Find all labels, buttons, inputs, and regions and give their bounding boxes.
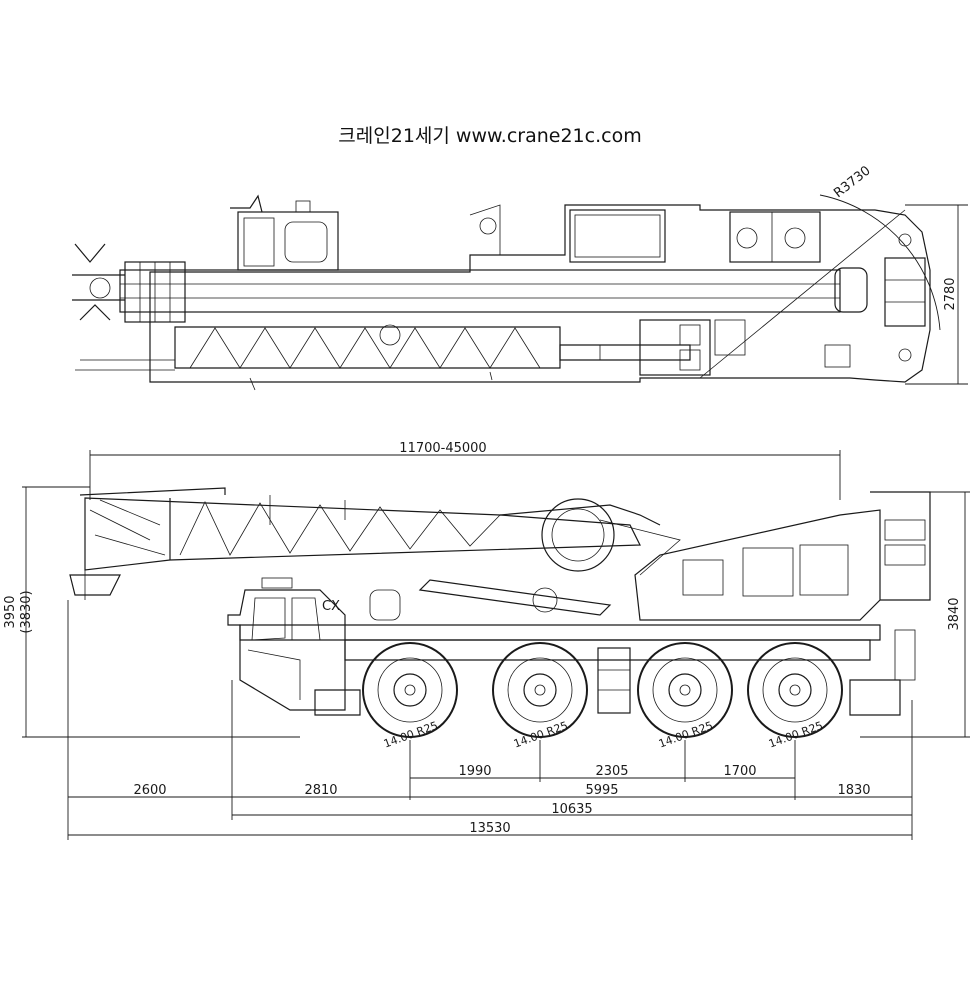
axle-2-wheel: 14.00 R25 [492,642,588,751]
dim-axle-spacing-3: 1700 [723,764,756,779]
swing-radius-label: R3730 [831,163,873,201]
dim-axle-spacing-1: 1990 [458,764,491,779]
tyre-label: 14.00 R25 [382,719,440,751]
dim-rear-overhang: 1830 [837,783,870,798]
tyre-label: 14.00 R25 [512,719,570,751]
height-left-alt-label: (3830) [19,590,34,633]
dim-overall-length: 13530 [469,821,510,836]
side-view: 11700-45000 3950 (3830) 3840 [3,441,970,751]
dim-front-overhang-boom: 2600 [133,783,166,798]
page-title: 크레인21세기 www.crane21c.com [338,125,641,147]
dim-wheelbase: 5995 [585,783,618,798]
dim-axle-spacing-2: 2305 [595,764,628,779]
height-left-label: 3950 [3,595,18,628]
carrier-cab: CX [227,577,346,711]
dim-front-overhang: 2810 [304,783,337,798]
tyre-label: 14.00 R25 [767,719,825,751]
axle-3-wheel: 14.00 R25 [637,642,733,751]
tyre-label: 14.00 R25 [657,719,715,751]
boom-length-label: 11700-45000 [399,441,486,456]
axle-1-wheel: 14.00 R25 [362,642,458,751]
axle-4-wheel: 14.00 R25 [747,642,843,751]
cab-door-text: CX [322,599,340,614]
height-right-label: 3840 [947,597,962,630]
top-view: R3730 2780 [72,163,968,391]
length-dimensions: 1990 2305 1700 2600 2810 5995 1830 10635… [67,600,913,840]
boom-head-top [72,243,186,371]
boom-side [69,487,661,600]
width-label: 2780 [943,277,958,310]
dim-carrier-length: 10635 [551,802,592,817]
